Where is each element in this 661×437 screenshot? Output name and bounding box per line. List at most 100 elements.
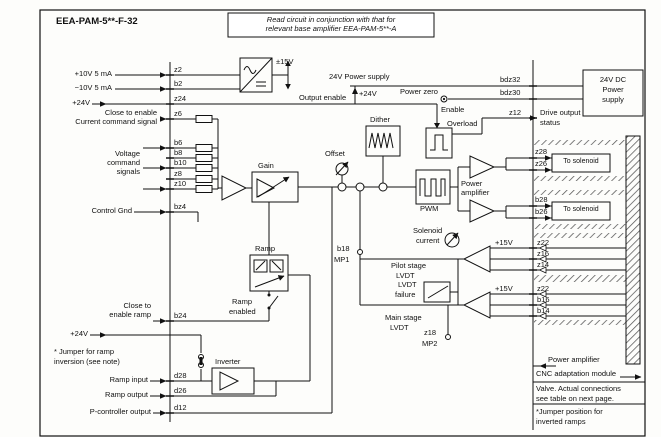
- to-solenoid-box-lower: [551, 201, 611, 221]
- gain-adjust-arrow: [257, 176, 290, 198]
- psu-box: [582, 69, 644, 117]
- dc-icon: [256, 81, 266, 87]
- terminal-b26: b26: [535, 207, 548, 216]
- label-drive-status-1: Drive output: [540, 108, 581, 117]
- input-resistor: [195, 115, 213, 123]
- label-close-ramp-2: enable ramp: [109, 310, 151, 319]
- overload-pulse-icon: [430, 134, 448, 151]
- label-b18: b18: [337, 244, 350, 253]
- label-overload: Overload: [447, 119, 478, 128]
- label-plus15v-main: +15V: [495, 284, 513, 293]
- main-lvdt-demod-triangle-icon: [462, 291, 491, 319]
- sine-icon: [243, 66, 257, 74]
- input-resistor: [195, 175, 213, 183]
- label-power-amplifier-2: amplifier: [461, 188, 490, 197]
- inverter-triangle-icon: [219, 371, 240, 391]
- terminal-z14: z14: [537, 260, 550, 269]
- pwm-waveform-icon: [419, 178, 446, 197]
- gain-block: [251, 171, 299, 203]
- label-ramp-jumper-note-1: *Jumper position for: [536, 407, 603, 416]
- label-region-power-amplifier: Power amplifier: [548, 355, 600, 364]
- terminal-z12: z12: [509, 108, 522, 117]
- converter-diagonal: [239, 57, 273, 93]
- label-plus24v-mid: +24V: [359, 89, 377, 98]
- terminal-b10: b10: [174, 158, 187, 167]
- label-power-amplifier-1: Power: [461, 179, 483, 188]
- ramp-down-icon: [269, 259, 284, 273]
- label-ramp: Ramp: [255, 244, 276, 253]
- power-amp-triangle-icon: [469, 199, 496, 223]
- terminal-z22-pilot: z22: [537, 238, 550, 247]
- terminal-b16: b16: [537, 295, 550, 304]
- summing-junction: [355, 182, 365, 192]
- label-jumper-note-1: * Jumper for ramp: [54, 347, 115, 356]
- drawing-frame: [39, 9, 646, 437]
- terminal-b8: b8: [174, 148, 183, 157]
- summing-junction: [378, 182, 388, 192]
- label-p-controller-output: P-controller output: [89, 407, 151, 416]
- terminal-pins: [166, 74, 537, 414]
- terminal-z28: z28: [535, 147, 548, 156]
- label-valve-note-2: see table on next page.: [536, 393, 614, 403]
- input-resistor: [195, 185, 213, 193]
- label-ramp-enabled-1: Ramp: [232, 297, 253, 306]
- lvdt-input-arrows: [538, 244, 547, 320]
- note-line-1: Read circuit in conjunction with that fo…: [266, 14, 396, 24]
- label-power-zero: Power zero: [400, 87, 438, 96]
- label-plus24v-top: +24V: [72, 98, 90, 107]
- terminal-b28: b28: [535, 195, 548, 204]
- label-close-enable-1: Close to enable: [104, 108, 157, 117]
- label-mp2: MP2: [422, 339, 438, 348]
- current-meter-needle: [446, 232, 459, 246]
- label-24v-power-supply: 24V Power supply: [329, 72, 390, 81]
- module-edge-bar: [625, 135, 641, 365]
- note-line-2: relevant base amplifier EEA-PAM-5**-A: [265, 24, 397, 33]
- label-ramp-output: Ramp output: [105, 390, 148, 399]
- label-drive-status-2: status: [540, 118, 561, 127]
- psu-label-2: Power: [602, 85, 624, 94]
- label-dither: Dither: [370, 115, 391, 124]
- label-plus15v-pilot: +15V: [495, 238, 513, 247]
- label-pm15v: ±15V: [276, 57, 294, 66]
- terminal-z16: z16: [537, 249, 550, 258]
- label-valve-note-1: Valve. Actual connections: [536, 384, 621, 393]
- label-offset: Offset: [325, 149, 345, 158]
- label-pwm: PWM: [420, 204, 439, 213]
- label-lvdt-failure-1: LVDT: [398, 280, 417, 289]
- label-main-stage-1: Main stage: [385, 313, 422, 322]
- terminal-z2: z2: [174, 65, 182, 74]
- lvdt-failure-block: [423, 281, 451, 303]
- terminal-bdz30: bdz30: [500, 88, 521, 97]
- offset-adjust-arrow: [335, 161, 349, 176]
- input-resistor: [195, 154, 213, 162]
- test-point-mp2: [445, 334, 451, 340]
- ramp-enable-switch-blade: [268, 295, 279, 309]
- label-ramp-enabled-2: enabled: [229, 307, 256, 316]
- preamp-triangle-icon: [221, 175, 248, 201]
- label-voltage-2: command: [107, 158, 140, 167]
- label-voltage-3: signals: [116, 167, 140, 176]
- to-solenoid-box-upper: [551, 153, 611, 173]
- label-gain: Gain: [258, 161, 274, 170]
- terminal-d28: d28: [174, 371, 187, 380]
- label-region-cnc: CNC adaptation module: [536, 369, 617, 378]
- label-jumper-note-2: inversion (see note): [54, 356, 120, 366]
- summing-junction: [337, 182, 347, 192]
- terminal-d26: d26: [174, 386, 187, 395]
- terminal-z24: z24: [174, 94, 187, 103]
- label-control-gnd: Control Gnd: [91, 206, 132, 215]
- label-plus24v-bottom: +24V: [70, 329, 88, 338]
- inverter-block: [211, 367, 255, 395]
- ramp-block: [249, 254, 289, 292]
- psu-label-3: supply: [602, 95, 624, 104]
- psu-label-1: 24V DC: [599, 75, 627, 84]
- cable-shield-hatching: [534, 140, 626, 325]
- label-inverter: Inverter: [215, 357, 241, 366]
- label-plus10v: +10V 5 mA: [74, 69, 112, 78]
- label-output-enable: Output enable: [299, 93, 347, 102]
- label-pilot-stage-2: LVDT: [396, 271, 415, 280]
- label-solenoid-current-1: Solenoid: [413, 226, 443, 235]
- pilot-lvdt-demod-triangle-icon: [462, 245, 491, 273]
